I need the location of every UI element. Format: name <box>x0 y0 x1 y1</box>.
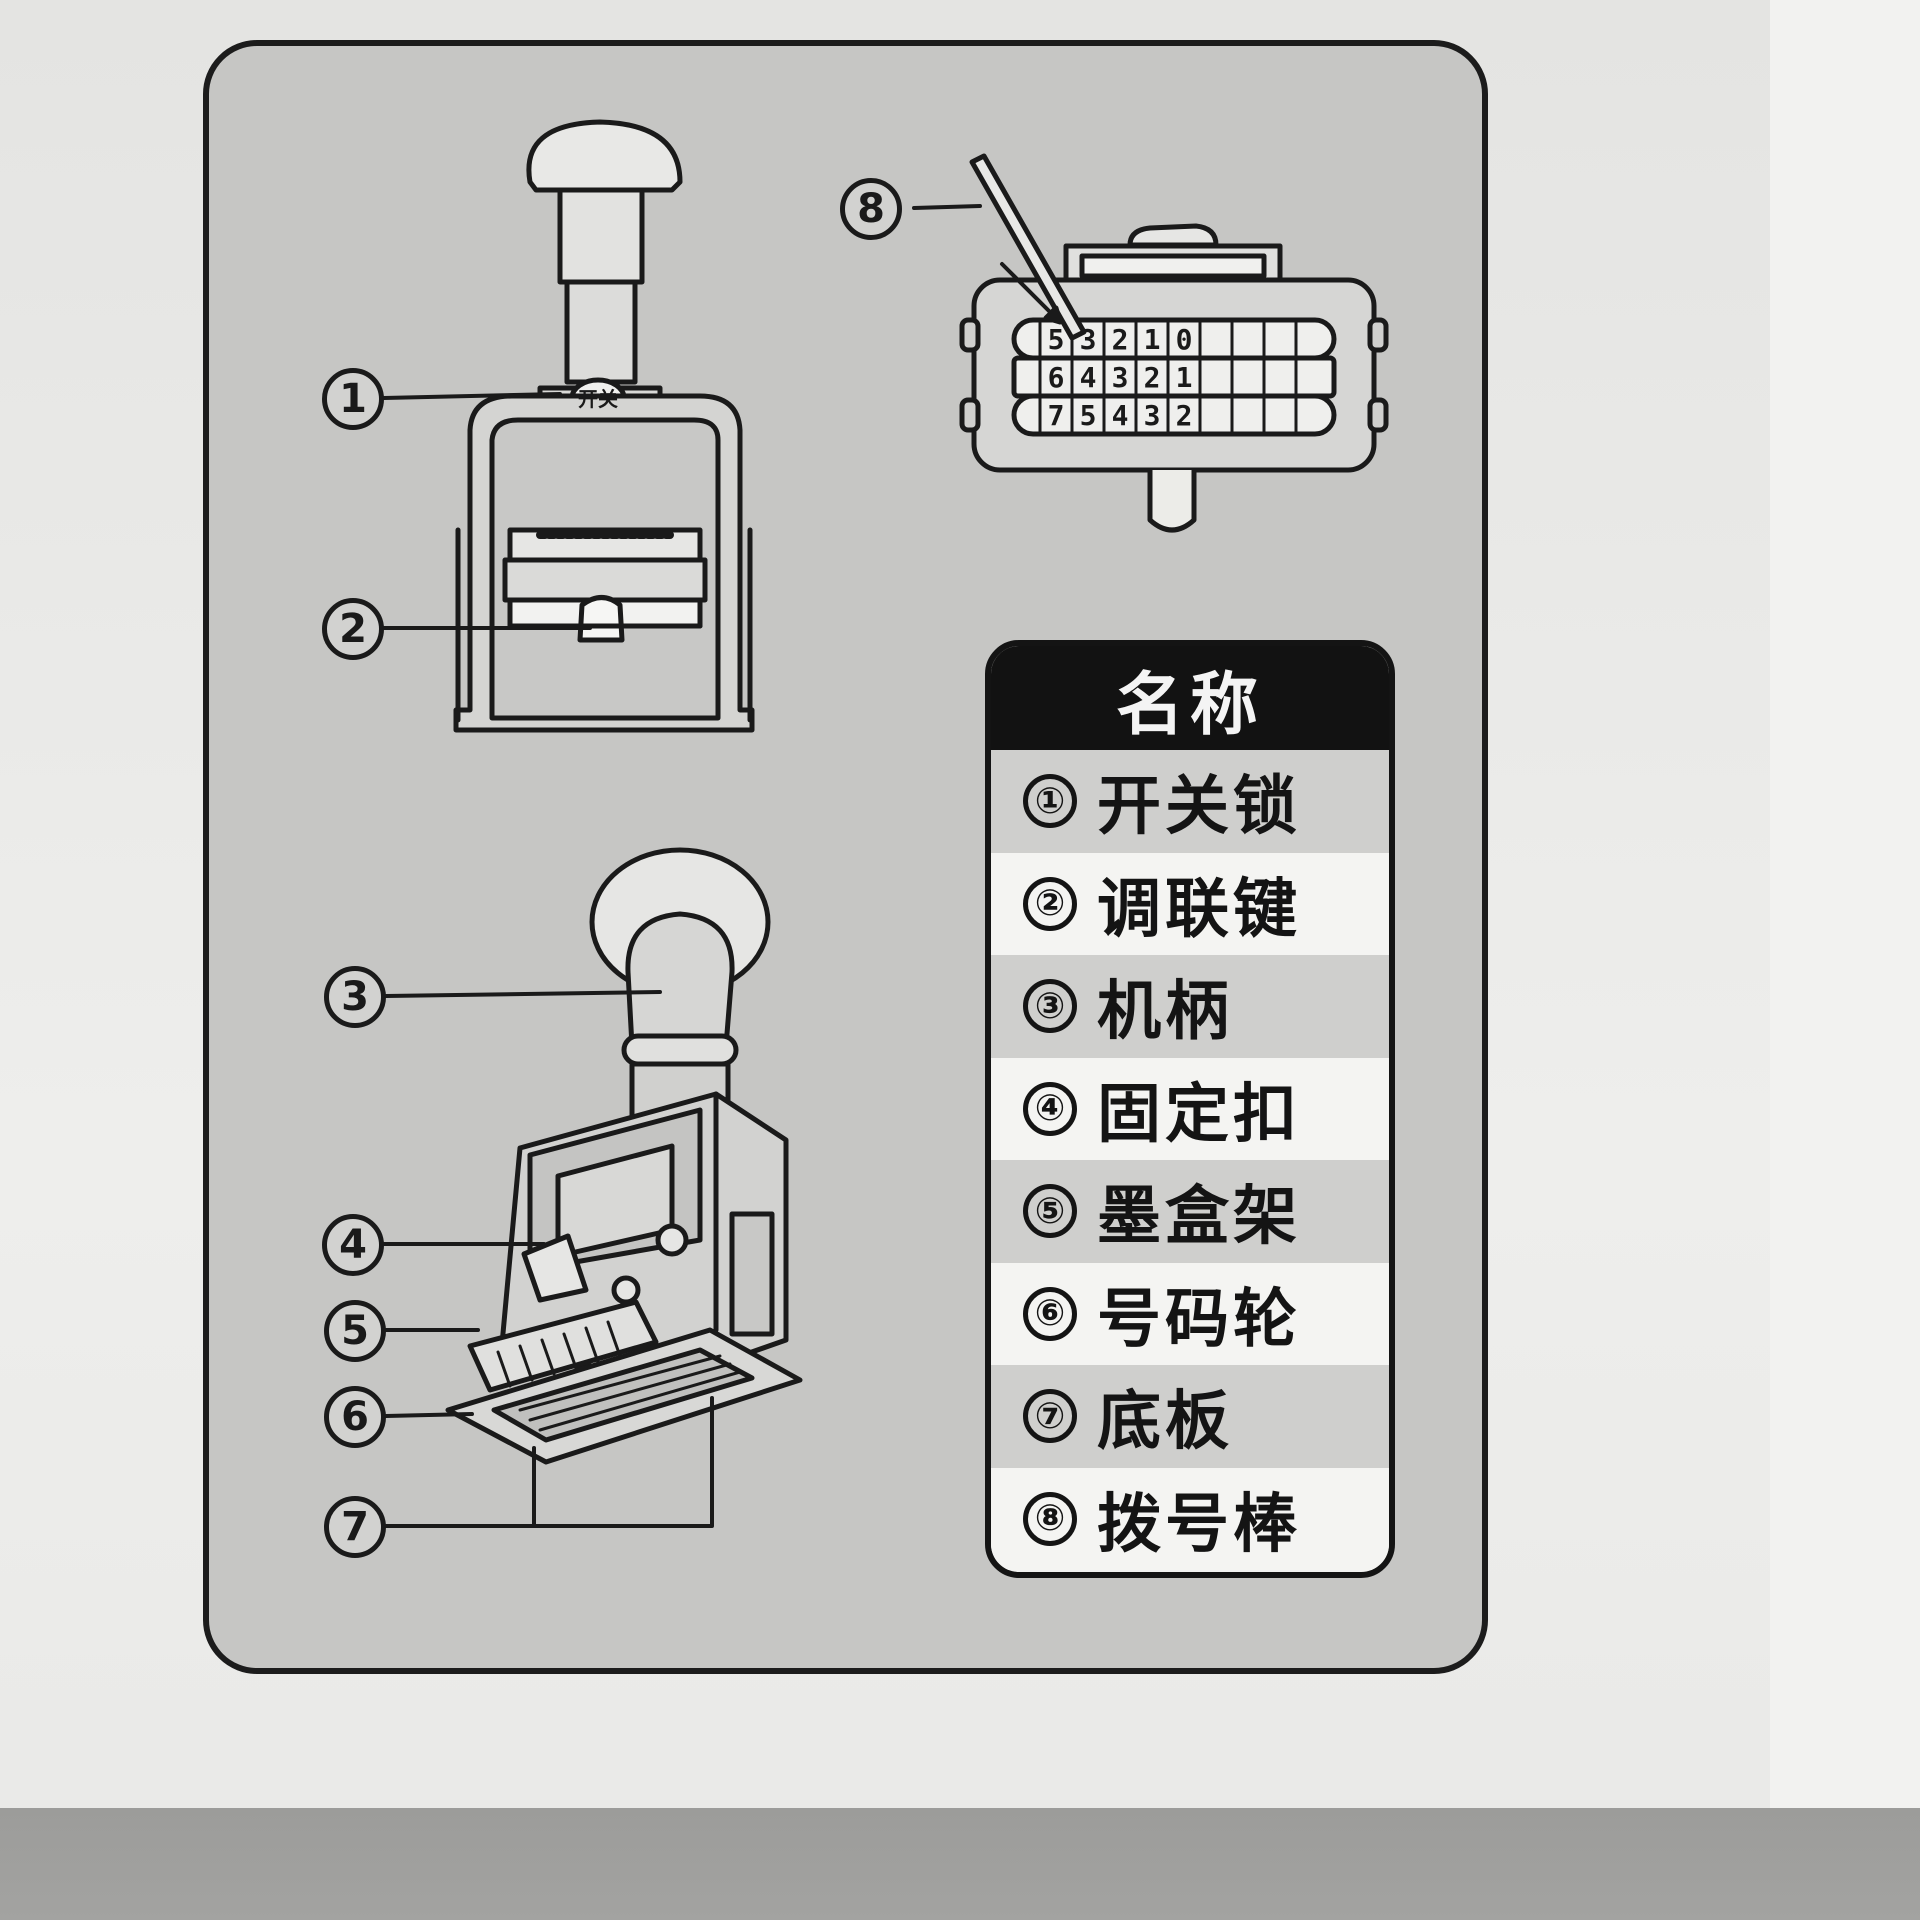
legend-item-number: ④ <box>1023 1081 1077 1136</box>
wheel-digit: 4 <box>1080 361 1097 394</box>
legend-item-number: ① <box>1023 774 1077 829</box>
wheel-digit: 5 <box>1048 323 1065 356</box>
legend-item-label: 机柄 <box>1097 975 1233 1050</box>
wheel-digit: 3 <box>1112 361 1129 394</box>
parts-legend: 名称 ① 开关锁 ② 调联键 ③ 机柄 ④ 固定扣 ⑤ 墨盒架 ⑥ 号码轮 ⑦ … <box>985 640 1395 1578</box>
legend-item-label: 墨盒架 <box>1097 1180 1301 1255</box>
wheel-digit: 3 <box>1080 323 1097 356</box>
wheel-digit: 2 <box>1112 323 1129 356</box>
legend-item: ⑥ 号码轮 <box>991 1262 1389 1365</box>
legend-item-label: 号码轮 <box>1097 1282 1301 1357</box>
legend-item: ④ 固定扣 <box>991 1057 1389 1160</box>
wheel-digit: 6 <box>1048 361 1065 394</box>
callout-4: 4 <box>322 1214 384 1276</box>
legend-title: 名称 <box>991 646 1389 750</box>
legend-item-number: ⑦ <box>1023 1389 1077 1444</box>
wheel-digit: 2 <box>1144 361 1161 394</box>
wheel-digit: 4 <box>1112 399 1129 432</box>
callout-7: 7 <box>324 1496 386 1558</box>
leader-lines <box>382 204 982 1528</box>
legend-item-label: 固定扣 <box>1097 1077 1301 1152</box>
front-view-stamp <box>453 119 755 733</box>
top-view-number-wheels <box>959 153 1389 533</box>
legend-item-label: 调联键 <box>1097 872 1301 947</box>
legend-item-label: 拨号棒 <box>1097 1487 1301 1562</box>
callout-2: 2 <box>322 598 384 660</box>
legend-item: ① 开关锁 <box>991 750 1389 853</box>
callout-1: 1 <box>322 368 384 430</box>
legend-item: ② 调联键 <box>991 852 1389 955</box>
callout-6: 6 <box>324 1386 386 1448</box>
legend-item-number: ⑥ <box>1023 1286 1077 1341</box>
wheel-digit: 7 <box>1048 399 1065 432</box>
legend-item-label: 开关锁 <box>1097 770 1301 845</box>
callout-8: 8 <box>840 178 902 240</box>
legend-item-number: ⑤ <box>1023 1184 1077 1239</box>
legend-item-label: 底板 <box>1097 1385 1233 1460</box>
wheel-digit: 3 <box>1144 399 1161 432</box>
legend-rows: ① 开关锁 ② 调联键 ③ 机柄 ④ 固定扣 ⑤ 墨盒架 ⑥ 号码轮 ⑦ 底板 … <box>991 750 1389 1570</box>
legend-item: ③ 机柄 <box>991 955 1389 1058</box>
page-edge <box>1770 0 1920 1920</box>
perspective-view-stamp <box>445 847 803 1465</box>
legend-item: ⑤ 墨盒架 <box>991 1160 1389 1263</box>
wheel-digit: 5 <box>1080 399 1097 432</box>
legend-item: ⑧ 拨号棒 <box>991 1467 1389 1570</box>
number-wheel-digits: 5 3 2 1 0 6 4 3 2 1 7 5 4 3 2 <box>1048 323 1193 432</box>
bottom-band <box>0 1808 1920 1920</box>
legend-item-number: ⑧ <box>1023 1491 1077 1546</box>
callout-5: 5 <box>324 1300 386 1362</box>
wheel-digit: 1 <box>1144 323 1161 356</box>
wheel-digit: 2 <box>1176 399 1193 432</box>
wheel-digit: 1 <box>1176 361 1193 394</box>
switch-engraving: 开关 <box>578 387 618 411</box>
wheel-digit: 0 <box>1176 323 1193 356</box>
legend-item: ⑦ 底板 <box>991 1365 1389 1468</box>
callout-3: 3 <box>324 966 386 1028</box>
legend-item-number: ② <box>1023 876 1077 931</box>
legend-item-number: ③ <box>1023 979 1077 1034</box>
